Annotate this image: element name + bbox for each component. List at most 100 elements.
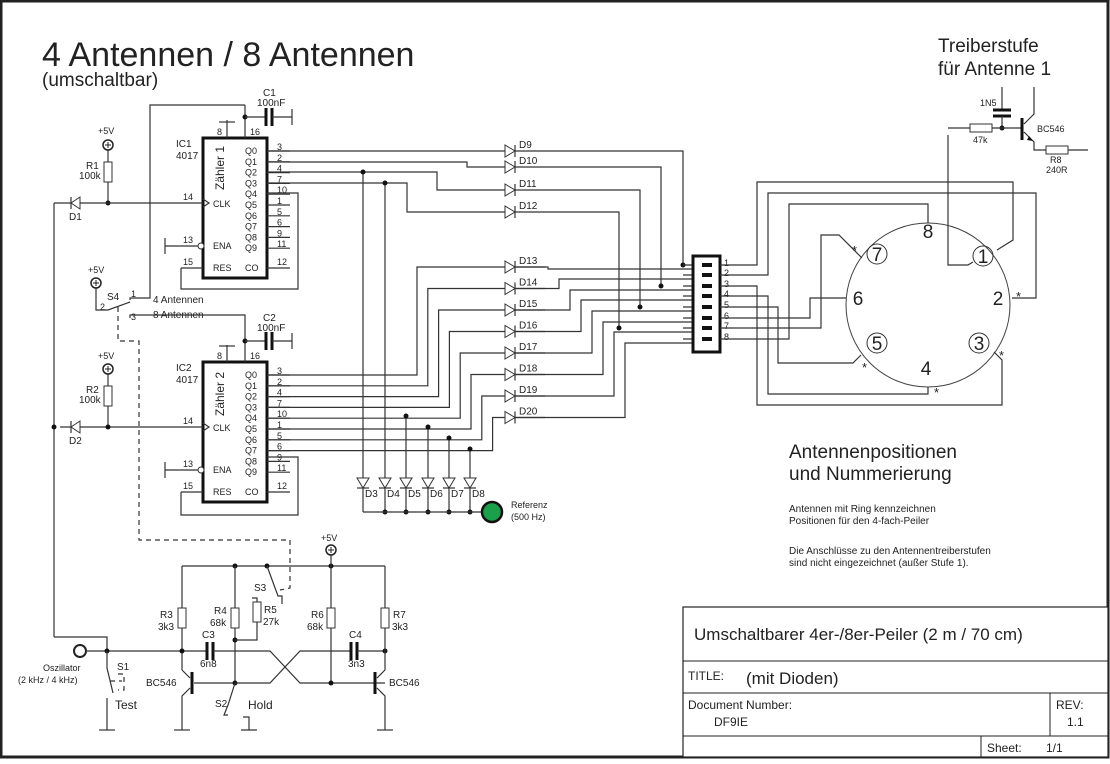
c4-value: 3n3 (348, 659, 365, 670)
r7-name: R7 (393, 610, 406, 621)
r2-body (103, 385, 113, 407)
notes-paragraph-2: Die Anschlüsse zu den Antennentreiberstu… (789, 546, 991, 557)
connector-pin-4: 4 (724, 289, 729, 299)
ic2-output-q0: Q0 (245, 370, 257, 380)
switch-s4[interactable]: +5V S4 2 1 3 4 Antennen 8 Antennen (88, 104, 291, 591)
ic1-pin-10: 10 (277, 185, 287, 195)
r5-value: 27k (263, 617, 280, 628)
c3-name: C3 (202, 630, 215, 641)
s3-name[interactable]: S3 (254, 583, 267, 594)
ic2-output-q8: Q8 (245, 456, 257, 466)
document-number-value: DF9IE (714, 715, 748, 729)
document-number-label: Document Number: (688, 698, 792, 712)
notes-paragraph-2b: sind nicht eingezeichnet (außer Stufe 1)… (789, 558, 969, 569)
notes-heading-2: und Nummerierung (789, 464, 952, 485)
c3-value: 6n8 (200, 659, 217, 670)
connector-pin-5: 5 (724, 300, 729, 310)
r8-body (1045, 145, 1069, 155)
r4-value: 68k (210, 618, 227, 629)
ic1-label: Zähler 1 (213, 146, 227, 190)
ic1-pin16: 16 (250, 127, 260, 137)
ic1-pin-7: 7 (277, 174, 282, 184)
project-title: Umschaltbarer 4er-/8er-Peiler (2 m / 70 … (694, 625, 1023, 644)
supply-label-s4: +5V (88, 265, 104, 275)
ic2-pin-1: 1 (277, 420, 282, 430)
page-title: 4 Antennen / 8 Antennen (42, 36, 414, 74)
ic1-pin-4: 4 (277, 164, 282, 174)
ic2-pin14: 14 (183, 416, 193, 426)
label-d10: D10 (519, 156, 538, 167)
s4-option-4-antennas: 4 Antennen (153, 295, 204, 306)
revision-value: 1.1 (1067, 715, 1084, 729)
d2-label: D2 (69, 436, 82, 447)
ic1-clk-label: CLK (213, 199, 231, 209)
notes-heading: Antennenpositionen (789, 442, 957, 463)
ic1-output-q1: Q1 (245, 157, 257, 167)
oscillator-frequency: (2 kHz / 4 kHz) (18, 675, 78, 685)
r5-name: R5 (264, 605, 277, 616)
ic2-pin-4: 4 (277, 388, 282, 398)
s4-option-8-antennas: 8 Antennen (153, 310, 204, 321)
ic1-pin-6: 6 (277, 218, 282, 228)
ic2-output-q6: Q6 (245, 435, 257, 445)
ic1-pin-1: 1 (277, 196, 282, 206)
label-d7: D7 (451, 489, 464, 500)
ic1-pin-5: 5 (277, 207, 282, 217)
oscillator-label: Oszillator (43, 663, 81, 673)
ic2-output-q7: Q7 (245, 446, 257, 456)
sheet-label: Sheet: (987, 741, 1022, 755)
ic1-pin15: 15 (183, 257, 193, 267)
page-subtitle: (umschaltbar) (42, 70, 158, 91)
ic2-output-q2: Q2 (245, 392, 257, 402)
s4-pin2: 2 (100, 302, 105, 312)
connector-pin-8: 8 (724, 332, 729, 342)
ic2-label: Zähler 2 (213, 372, 227, 416)
label-d6: D6 (430, 489, 443, 500)
clock-input-2: +5V R2 100k D2 (51, 351, 114, 447)
led-icon (480, 500, 504, 524)
c1-value: 100nF (257, 98, 285, 109)
ic1-output-q9: Q9 (245, 243, 257, 253)
transistor-left: BC546 (146, 678, 177, 689)
reference-frequency: (500 Hz) (511, 512, 546, 522)
notes-paragraph-1b: Positionen für den 4-fach-Peiler (789, 516, 930, 527)
label-d12: D12 (519, 201, 538, 212)
ic1-output-q8: Q8 (245, 232, 257, 242)
label-d17: D17 (519, 342, 538, 353)
driver-stage: Treiberstufe für Antenne 1 1N5 47k BC546… (938, 36, 1088, 175)
antenna-marker: * (1016, 289, 1021, 304)
ic2-type: 4017 (176, 375, 199, 386)
ic2-output-q1: Q1 (245, 381, 257, 391)
ic2-pin-10: 10 (277, 409, 287, 419)
ic2-pin16: 16 (250, 351, 260, 361)
ic1-output-q0: Q0 (245, 146, 257, 156)
connector-pin-6: 6 (724, 311, 729, 321)
ic1-res-label: RES (213, 263, 232, 273)
ic1-co-label: CO (245, 263, 259, 273)
ic1-output-q7: Q7 (245, 222, 257, 232)
oscillator: Oszillator (2 kHz / 4 kHz) S1 Test R3 3k… (18, 533, 420, 731)
s1-name[interactable]: S1 (117, 662, 130, 673)
c2-value: 100nF (257, 323, 285, 334)
ic2-output-q3: Q3 (245, 402, 257, 412)
r2-name: R2 (86, 385, 99, 396)
antenna-1: 1 (972, 245, 994, 268)
driver-cap-value: 1N5 (980, 98, 997, 108)
s4-pin1: 1 (131, 289, 136, 299)
r6-name: R6 (311, 610, 324, 621)
r3-value: 3k3 (158, 622, 175, 633)
transistor-right: BC546 (389, 678, 420, 689)
s2-name[interactable]: S2 (215, 699, 228, 710)
ic2-pin13: 13 (183, 459, 193, 469)
ic1-pin-3: 3 (277, 142, 282, 152)
r3-name: R3 (160, 610, 173, 621)
ic1-output-q4: Q4 (245, 189, 257, 199)
notes: Antennenpositionen und Nummerierung Ante… (789, 442, 991, 569)
svg-text:1: 1 (978, 247, 989, 268)
revision-label: REV: (1056, 698, 1084, 712)
